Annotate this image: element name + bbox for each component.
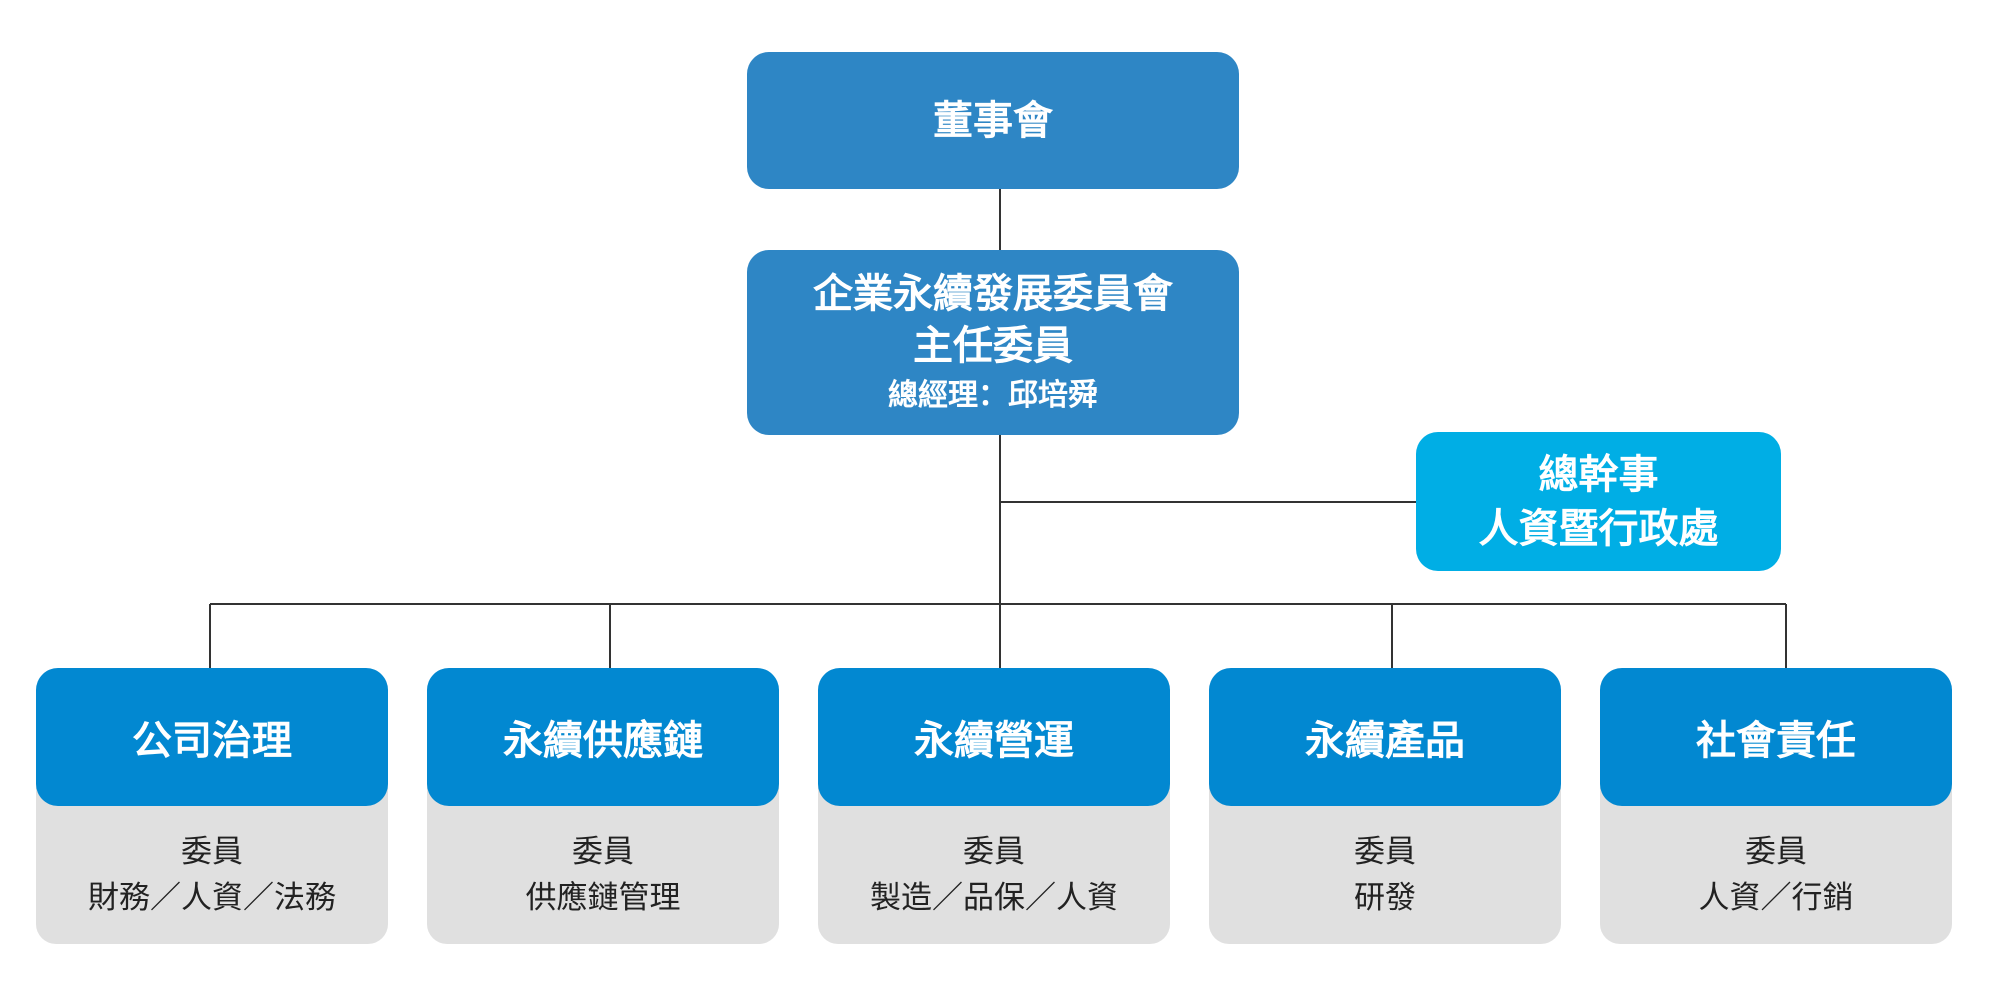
- group-members-label: 委員: [963, 834, 1025, 870]
- group-members: 供應鏈管理: [525, 880, 681, 916]
- group-members: 製造／品保／人資: [870, 880, 1118, 916]
- group-title: 公司治理: [132, 718, 292, 764]
- secretariat-title: 總幹事: [1538, 451, 1659, 498]
- group-title: 永續產品: [1305, 718, 1465, 764]
- group-members: 人資／行銷: [1698, 880, 1854, 916]
- board-title: 董事會: [933, 97, 1053, 144]
- group-members-label: 委員: [1354, 834, 1416, 870]
- secretariat-unit: 人資暨行政處: [1478, 505, 1719, 552]
- board-box: 董事會: [747, 52, 1239, 189]
- committee-box: 企業永續發展委員會 主任委員 總經理：邱培舜: [747, 250, 1239, 435]
- group-card-governance: 委員 財務／人資／法務 公司治理: [36, 668, 388, 944]
- group-card-social: 委員 人資／行銷 社會責任: [1600, 668, 1952, 944]
- group-card-operations: 委員 製造／品保／人資 永續營運: [818, 668, 1170, 944]
- group-title: 社會責任: [1696, 718, 1856, 764]
- group-members-label: 委員: [181, 834, 243, 870]
- group-header: 社會責任: [1600, 668, 1952, 806]
- group-members-label: 委員: [572, 834, 634, 870]
- group-header: 永續產品: [1209, 668, 1561, 806]
- group-members: 研發: [1354, 880, 1416, 916]
- group-title: 永續供應鏈: [503, 718, 703, 764]
- group-header: 永續營運: [818, 668, 1170, 806]
- committee-person: 總經理：邱培舜: [888, 377, 1098, 413]
- group-header: 公司治理: [36, 668, 388, 806]
- group-members-label: 委員: [1745, 834, 1807, 870]
- group-members: 財務／人資／法務: [88, 880, 336, 916]
- group-title: 永續營運: [914, 718, 1074, 764]
- secretariat-box: 總幹事 人資暨行政處: [1416, 432, 1781, 571]
- committee-title: 企業永續發展委員會: [813, 270, 1173, 317]
- group-header: 永續供應鏈: [427, 668, 779, 806]
- group-card-supply-chain: 委員 供應鏈管理 永續供應鏈: [427, 668, 779, 944]
- committee-role: 主任委員: [913, 322, 1073, 369]
- group-card-products: 委員 研發 永續產品: [1209, 668, 1561, 944]
